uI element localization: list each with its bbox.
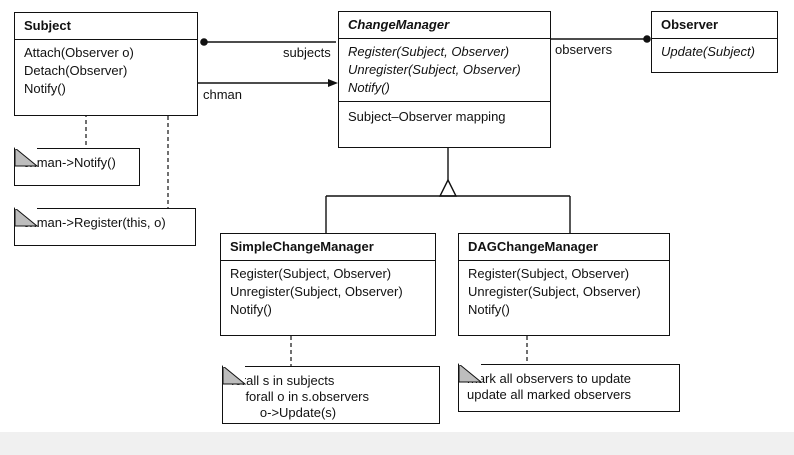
dag-change-manager-operations: Register(Subject, Observer) Unregister(S… (459, 261, 669, 323)
subject-op-attach: Attach(Observer o) (24, 45, 134, 60)
dag-op-unregister: Unregister(Subject, Observer) (468, 284, 641, 299)
simple-op-register: Register(Subject, Observer) (230, 266, 392, 281)
subject-class: Subject Attach(Observer o) Detach(Observ… (14, 12, 198, 116)
observers-multiplicity-dot (643, 35, 651, 43)
change-manager-op-notify: Notify() (348, 80, 390, 95)
observer-op-update: Update(Subject) (661, 44, 755, 59)
subject-notify-note-text: chman->Notify() (23, 155, 116, 170)
subject-attach-note: chman->Register(this, o) (14, 206, 196, 246)
subjects-multiplicity-dot (200, 38, 208, 46)
subject-notify-note: chman->Notify() (14, 146, 140, 186)
simple-change-manager-operations: Register(Subject, Observer) Unregister(S… (221, 261, 435, 323)
simple-change-manager-class: SimpleChangeManager Register(Subject, Ob… (220, 233, 436, 336)
change-manager-attr-mapping: Subject–Observer mapping (348, 109, 506, 124)
note-fold-icon (222, 364, 247, 385)
dag-op-register: Register(Subject, Observer) (468, 266, 630, 281)
note-fold-icon (458, 362, 483, 383)
simple-op-unregister: Unregister(Subject, Observer) (230, 284, 403, 299)
change-manager-class-name: ChangeManager (339, 12, 550, 39)
observer-operations: Update(Subject) (652, 39, 777, 65)
observer-class-name: Observer (652, 12, 777, 39)
subject-operations: Attach(Observer o) Detach(Observer) Noti… (15, 40, 197, 102)
dag-op-notify: Notify() (468, 302, 510, 317)
change-manager-op-register: Register(Subject, Observer) (348, 44, 510, 59)
dag-change-manager-class-name: DAGChangeManager (459, 234, 669, 261)
simple-op-notify: Notify() (230, 302, 272, 317)
observer-class: Observer Update(Subject) (651, 11, 778, 73)
subject-op-detach: Detach(Observer) (24, 63, 128, 78)
bottom-strip (0, 432, 794, 455)
change-manager-operations: Register(Subject, Observer) Unregister(S… (339, 39, 550, 101)
chman-role-label: chman (203, 87, 243, 102)
inheritance-triangle (438, 178, 458, 197)
subjects-role-label: subjects (283, 45, 331, 60)
chman-arrowhead (328, 79, 338, 87)
change-manager-attributes: Subject–Observer mapping (339, 101, 550, 130)
observers-role-label: observers (555, 42, 613, 57)
note-fold-icon (14, 146, 39, 167)
note-fold-icon (14, 206, 39, 227)
simple-change-manager-class-name: SimpleChangeManager (221, 234, 435, 261)
change-manager-class: ChangeManager Register(Subject, Observer… (338, 11, 551, 148)
simple-notify-note: forall s in subjects forall o in s.obser… (222, 364, 440, 424)
dag-notify-note: mark all observers to update update all … (458, 362, 680, 412)
dag-change-manager-class: DAGChangeManager Register(Subject, Obser… (458, 233, 670, 336)
dag-notify-note-text: mark all observers to update update all … (467, 371, 632, 402)
change-manager-op-unregister: Unregister(Subject, Observer) (348, 62, 521, 77)
subject-op-notify: Notify() (24, 81, 66, 96)
subject-class-name: Subject (15, 13, 197, 40)
simple-notify-note-text: forall s in subjects forall o in s.obser… (231, 373, 369, 420)
subject-attach-note-text: chman->Register(this, o) (23, 215, 166, 230)
